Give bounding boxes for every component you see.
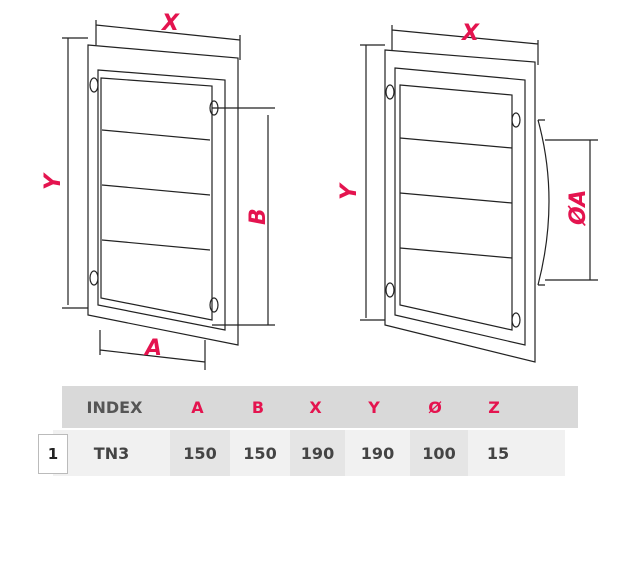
left-grille-drawing xyxy=(62,20,275,370)
header-y: Y xyxy=(368,397,380,417)
row-number: 1 xyxy=(38,434,68,474)
header-diameter: Ø xyxy=(428,397,442,417)
dimension-b-left: B xyxy=(246,208,271,225)
right-grille-drawing xyxy=(360,25,598,363)
cell-diameter: 100 xyxy=(410,430,468,476)
table-header: INDEX A B X Y Ø Z xyxy=(62,386,578,428)
header-x: X xyxy=(309,397,322,417)
grille-drawings: X Y B A X Y ØA xyxy=(41,11,598,370)
cell-a: 150 xyxy=(170,430,230,476)
table-row: TN3 150 150 190 190 100 15 xyxy=(53,430,565,476)
cell-b: 150 xyxy=(243,443,277,463)
header-index: INDEX xyxy=(86,397,143,417)
cell-x: 190 xyxy=(290,430,345,476)
header-z: Z xyxy=(488,397,500,417)
dimension-x-right: X xyxy=(460,21,480,46)
dimension-a-left: A xyxy=(143,336,162,361)
header-b: B xyxy=(251,397,265,417)
dimension-y-left: Y xyxy=(41,172,66,190)
dimension-x-left: X xyxy=(160,11,180,36)
cell-y: 190 xyxy=(360,443,395,463)
dimension-diameter-right: ØA xyxy=(566,190,591,227)
cell-z: 15 xyxy=(486,443,510,463)
dimension-y-right: Y xyxy=(337,182,362,200)
header-a: A xyxy=(191,397,204,417)
cell-index: TN3 xyxy=(93,443,130,463)
